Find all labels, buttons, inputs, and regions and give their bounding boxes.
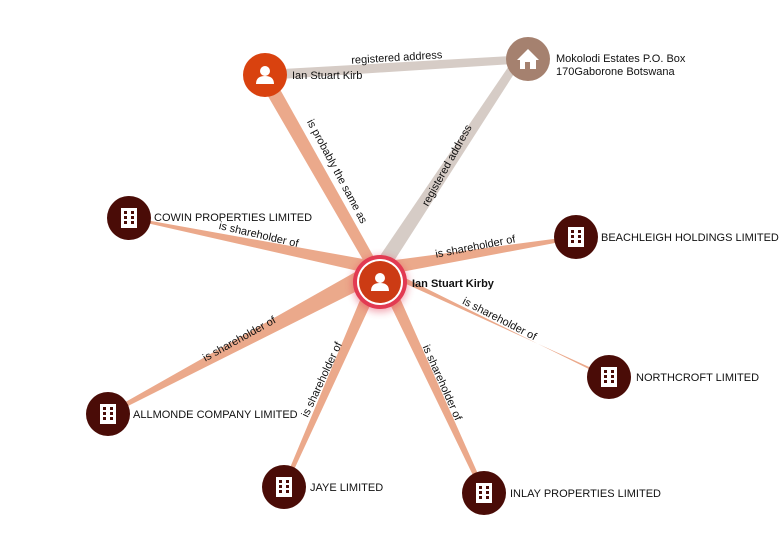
building-icon — [476, 483, 492, 503]
company-label-northcroft: NORTHCROFT LIMITED — [636, 372, 759, 384]
company-label-beachleigh: BEACHLEIGH HOLDINGS LIMITED — [601, 232, 779, 244]
company-label-jaye: JAYE LIMITED — [310, 482, 383, 494]
company-node-allmonde[interactable]: ALLMONDE COMPANY LIMITED — [86, 392, 298, 436]
person-icon — [371, 273, 389, 291]
person-icon — [256, 66, 274, 84]
center-node-ian-stuart-kirby[interactable]: Ian Stuart Kirby — [352, 255, 495, 312]
home-icon — [517, 49, 539, 69]
edge-label-northcroft: is shareholder of — [460, 296, 539, 344]
address-line2: 170Gaborone Botswana — [556, 66, 676, 78]
company-label-allmonde: ALLMONDE COMPANY LIMITED — [133, 409, 298, 421]
edge-label-registered-address-top: registered address — [351, 49, 443, 67]
company-node-northcroft[interactable]: NORTHCROFT LIMITED — [587, 355, 759, 399]
company-node-inlay[interactable]: INLAY PROPERTIES LIMITED — [462, 471, 661, 515]
edge-center-jaye[interactable] — [282, 269, 387, 487]
edge-center-allmonde[interactable] — [106, 262, 387, 415]
building-icon — [100, 404, 116, 424]
edge-center-inlay[interactable] — [373, 269, 486, 494]
edge-center-person2[interactable] — [258, 75, 380, 268]
building-icon — [601, 367, 617, 387]
company-node-beachleigh[interactable]: BEACHLEIGH HOLDINGS LIMITED — [554, 215, 779, 259]
center-label: Ian Stuart Kirby — [412, 278, 495, 290]
address-node[interactable]: Mokolodi Estates P.O. Box 170Gaborone Bo… — [506, 37, 686, 81]
edges — [106, 55, 609, 494]
edge-label-registered-address-diag: registered address — [420, 122, 475, 208]
person2-label: Ian Stuart Kirb — [292, 70, 362, 82]
person-node-ian-stuart-kirb[interactable]: Ian Stuart Kirb — [243, 53, 362, 97]
company-node-jaye[interactable]: JAYE LIMITED — [262, 465, 383, 509]
edge-person2-address[interactable] — [265, 55, 528, 80]
building-icon — [568, 227, 584, 247]
company-node-cowin[interactable]: COWIN PROPERTIES LIMITED — [107, 196, 312, 240]
edge-center-cowin[interactable] — [129, 217, 380, 276]
building-icon — [121, 208, 137, 228]
company-label-inlay: INLAY PROPERTIES LIMITED — [510, 488, 661, 500]
edge-center-address[interactable] — [373, 57, 521, 272]
address-line1: Mokolodi Estates P.O. Box — [556, 53, 686, 65]
company-label-cowin: COWIN PROPERTIES LIMITED — [154, 212, 312, 224]
edge-label-allmonde: is shareholder of — [201, 314, 279, 364]
edge-center-beachleigh[interactable] — [380, 236, 576, 276]
building-icon — [276, 477, 292, 497]
